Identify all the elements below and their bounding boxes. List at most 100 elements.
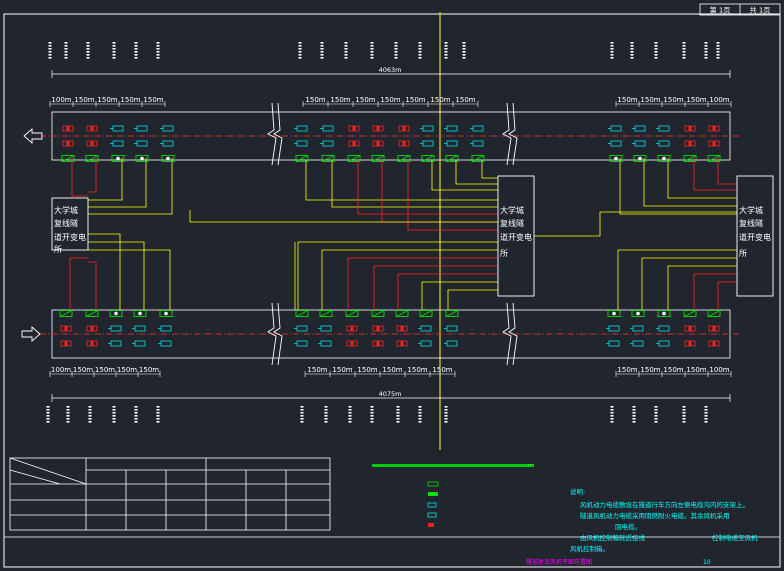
top-station-mark	[682, 45, 686, 47]
bottom-spacing-mid-label: 150m	[332, 366, 352, 374]
cable-bottom-middle	[297, 241, 498, 310]
drawing-title: 隧道射流风机平面布置图	[526, 558, 592, 566]
legend-fan-green-1	[427, 481, 439, 487]
fan-cyan-icon	[472, 125, 484, 132]
top-station-mark	[298, 51, 302, 53]
bottom-station-mark	[156, 409, 160, 411]
legend-fan-green-2	[428, 492, 438, 496]
top-station-mark	[418, 51, 422, 53]
fan-red-icon	[346, 340, 358, 347]
fan-green-icon	[161, 155, 175, 162]
bottom-station-mark	[444, 415, 448, 417]
bottom-station-mark	[348, 412, 352, 414]
top-station-mark	[654, 42, 658, 44]
fan-red-core	[402, 141, 406, 146]
bottom-station-mark	[444, 412, 448, 414]
substation-left-line3: 道开变电	[54, 232, 86, 242]
top-station-mark	[48, 48, 52, 50]
fan-green-icon	[657, 310, 671, 317]
fan-red-icon	[684, 340, 696, 347]
top-station-mark	[716, 42, 720, 44]
fan-red-core	[64, 341, 68, 346]
top-station-mark	[298, 57, 302, 59]
top-station-mark	[394, 54, 398, 56]
cable-bottom-left	[88, 249, 171, 310]
top-station-mark	[48, 42, 52, 44]
bottom-station-mark	[112, 409, 116, 411]
fan-green-slash	[396, 310, 408, 317]
top-station-mark	[630, 54, 634, 56]
fan-red-core	[688, 341, 692, 346]
cable-top-right	[693, 158, 737, 191]
fan-red-core	[688, 326, 692, 331]
top-station-mark	[134, 45, 138, 47]
bottom-station-mark	[112, 412, 116, 414]
fan-green-slash	[446, 310, 458, 317]
cable-top-middle	[357, 160, 498, 215]
fan-green-icon	[321, 155, 335, 162]
cable-trunk	[534, 211, 737, 237]
top-station-mark	[444, 54, 448, 56]
top-station-mark	[654, 48, 658, 50]
fan-green-slash	[420, 310, 432, 317]
bottom-station-mark	[370, 412, 374, 414]
bottom-direction-arrow-icon	[21, 326, 41, 342]
fan-green-icon	[419, 310, 433, 317]
notes-line-4: 由风机控制箱就近接线	[580, 533, 646, 542]
cable-bottom-middle	[373, 265, 498, 310]
bottom-station-mark	[156, 418, 160, 420]
cable-bottom-middle	[447, 289, 498, 310]
bottom-station-mark	[444, 421, 448, 423]
top-total-dimension: 4063m	[51, 66, 731, 78]
bottom-station-mark	[396, 415, 400, 417]
bottom-station-mark	[418, 409, 422, 411]
fan-red-core	[712, 326, 716, 331]
top-station-mark	[630, 48, 634, 50]
top-spacing-mid-label: 150m	[305, 96, 325, 104]
fan-red-core	[402, 126, 406, 131]
top-station-mark	[610, 54, 614, 56]
top-station-mark	[704, 48, 708, 50]
top-station-mark	[112, 48, 116, 50]
fan-green-slash	[422, 155, 434, 162]
bottom-station-mark	[632, 421, 636, 423]
fan-cyan-icon	[112, 140, 124, 147]
top-station-mark	[630, 57, 634, 59]
bottom-station-mark	[46, 406, 50, 408]
top-station-mark	[704, 45, 708, 47]
bottom-spacing-right-label: 100m	[709, 366, 729, 374]
fan-cyan-icon	[446, 325, 458, 332]
fan-red-icon	[372, 140, 384, 147]
fan-red-core	[400, 326, 404, 331]
bottom-station-mark	[418, 412, 422, 414]
fan-cyan-icon	[134, 325, 146, 332]
top-station-mark	[418, 54, 422, 56]
top-station-mark	[156, 45, 160, 47]
fan-green-icon	[159, 310, 173, 317]
bottom-spacing-mid-label: 150m	[432, 366, 452, 374]
bottom-station-mark	[324, 418, 328, 420]
fan-green-slash	[398, 155, 410, 162]
fan-green-icon	[85, 310, 99, 317]
cable-top-middle	[481, 160, 498, 179]
top-station-mark	[418, 42, 422, 44]
top-station-mark	[64, 54, 68, 56]
fan-green-slash	[708, 155, 720, 162]
top-station-mark	[418, 57, 422, 59]
bottom-station-mark	[88, 418, 92, 420]
bottom-station-mark	[444, 409, 448, 411]
fan-red-icon	[372, 325, 384, 332]
bottom-station-mark	[444, 418, 448, 420]
top-station-mark	[654, 57, 658, 59]
bottom-station-mark	[88, 406, 92, 408]
bottom-station-mark	[66, 415, 70, 417]
top-station-mark	[112, 45, 116, 47]
bottom-spacing-right-label: 150m	[617, 366, 637, 374]
fan-cyan-icon	[446, 340, 458, 347]
fan-cyan-icon	[296, 125, 308, 132]
notes-line-5: 风机控制箱。	[570, 544, 609, 553]
fan-cyan-icon	[608, 340, 620, 347]
top-station-mark	[156, 51, 160, 53]
fan-cyan-icon	[162, 125, 174, 132]
top-station-mark	[134, 51, 138, 53]
